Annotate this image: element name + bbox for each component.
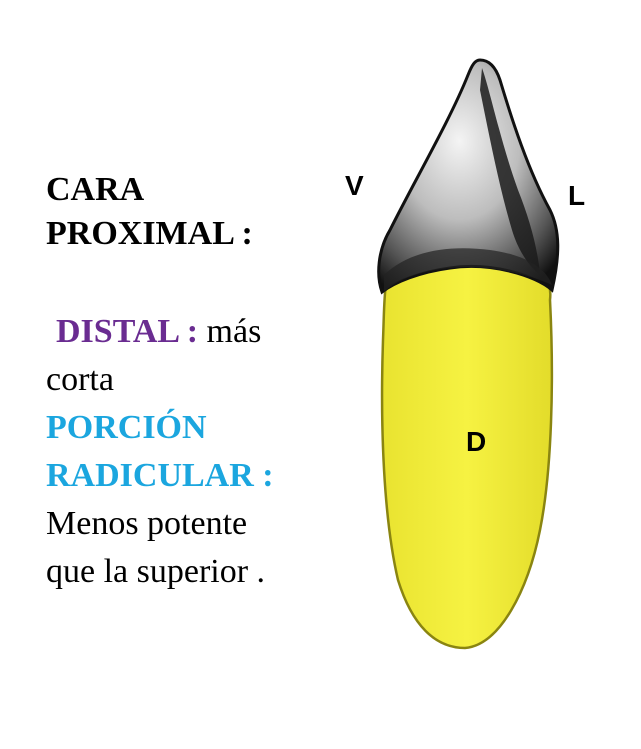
tooth-svg [377, 58, 560, 650]
marker-lingual: L [568, 180, 586, 211]
porcion-label-2: RADICULAR : [46, 457, 274, 494]
heading-line-1: CARA [46, 171, 145, 208]
porcion-label-1: PORCIÓN [46, 409, 207, 446]
porcion-text-1: Menos potente [46, 505, 248, 542]
distal-label: DISTAL : [56, 313, 199, 350]
crown-cervical-shade [384, 248, 552, 292]
description: DISTAL : más corta PORCIÓN RADICULAR : M… [46, 308, 346, 596]
porcion-text-2: que la superior . [46, 553, 266, 590]
text-block: CARA PROXIMAL : DISTAL : más corta PORCI… [46, 168, 346, 596]
distal-text-1: más [206, 313, 262, 350]
marker-vestibular: V [345, 170, 364, 201]
crown-ridge [480, 68, 540, 275]
distal-text-2: corta [46, 361, 114, 398]
heading: CARA PROXIMAL : [46, 168, 346, 256]
heading-line-2: PROXIMAL : [46, 215, 253, 252]
marker-distal: D [466, 426, 487, 457]
tooth-illustration [340, 50, 600, 660]
